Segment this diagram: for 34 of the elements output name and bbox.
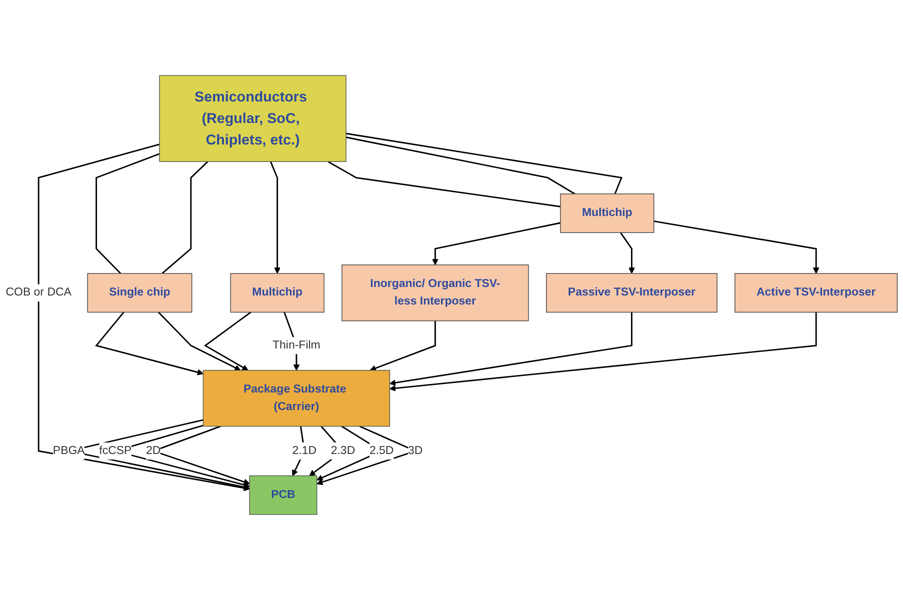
node-box: Package Substrate (Carrier) [202, 370, 390, 427]
arrow [389, 312, 817, 392]
node-box: Inorganic/ Organic TSV-less Interposer [342, 264, 529, 322]
connector [162, 161, 208, 274]
edge-label: 2D [146, 444, 161, 457]
arrow [270, 161, 280, 274]
arrow [389, 312, 632, 386]
arrow [370, 320, 436, 372]
node-box: Active TSV-Interposer [734, 273, 898, 313]
arrow [158, 312, 241, 371]
edge-label: 2.3D [330, 444, 356, 457]
arrow [38, 144, 250, 492]
edge-label: 3D [408, 444, 423, 457]
connector [346, 136, 576, 194]
edge-label: 2.1D [292, 444, 317, 457]
node-box: Single chip [87, 273, 192, 313]
connector [328, 160, 561, 208]
arrow [204, 312, 252, 371]
arrow [95, 312, 204, 376]
connector [346, 132, 622, 194]
node-box: Semiconductors (Regular, SoC, Chiplets, etc.) [159, 75, 346, 162]
edge-label: COB or DCA [6, 286, 72, 299]
edge-label: 2.5D [369, 444, 394, 457]
arrow [432, 222, 561, 266]
connector [96, 153, 160, 274]
arrow [620, 232, 635, 274]
arrow [654, 220, 820, 274]
edge-label: Thin-Film [272, 339, 320, 352]
edge-label: PBGA [52, 444, 85, 457]
node-box: Passive TSV-Interposer [546, 273, 718, 313]
node-box: Multichip [230, 273, 324, 313]
node-box: PCB [249, 475, 318, 515]
edge-label: fcCSP [99, 444, 132, 457]
node-box: Multichip [560, 194, 654, 233]
